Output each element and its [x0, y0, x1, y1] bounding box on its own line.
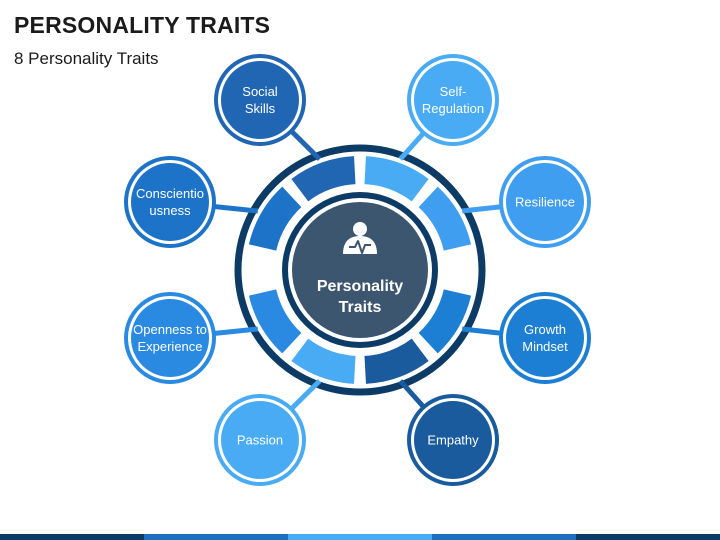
segment-self-regulation: [364, 156, 429, 202]
trait-label-empathy: Empathy: [427, 432, 479, 448]
trait-node-resilience[interactable]: [499, 156, 591, 248]
page-title: PERSONALITY TRAITS: [14, 12, 271, 38]
trait-label-self-regulation: Self- Regulation: [421, 84, 485, 116]
trait-label-social-skills: Social Skills: [242, 84, 278, 116]
footer-segment: [576, 534, 720, 540]
segment-empathy: [364, 338, 429, 384]
trait-label-passion: Passion: [236, 432, 284, 448]
trait-node-social-skills[interactable]: [214, 54, 306, 146]
trait-label-openness-to-experience: Openness to Experience: [133, 322, 207, 354]
segment-openness-to-experience: [248, 289, 302, 354]
segment-passion: [291, 338, 356, 384]
footer-bar: [0, 534, 720, 540]
trait-node-conscientiousness[interactable]: [124, 156, 216, 248]
trait-node-growth-mindset[interactable]: [499, 292, 591, 384]
footer-segment: [288, 534, 432, 540]
trait-node-self-regulation[interactable]: [407, 54, 499, 146]
trait-node-passion[interactable]: [214, 394, 306, 486]
trait-node-empathy[interactable]: [407, 394, 499, 486]
footer-segment: [432, 534, 576, 540]
center-circle: [292, 202, 428, 338]
trait-label-conscientiousness: Conscientio usness: [136, 186, 204, 218]
segment-conscientiousness: [248, 186, 302, 251]
footer-segment: [0, 534, 144, 540]
page-subtitle: 8 Personality Traits: [14, 49, 159, 68]
segment-social-skills: [291, 156, 356, 202]
segment-resilience: [418, 186, 472, 251]
segment-growth-mindset: [418, 289, 472, 354]
center-label: Personality Traits: [316, 278, 404, 316]
person-heartbeat-icon: [343, 222, 377, 254]
outer-ring: [234, 144, 486, 396]
footer-segment: [144, 534, 288, 540]
trait-label-resilience: Resilience: [515, 194, 575, 210]
trait-node-openness-to-experience[interactable]: [124, 292, 216, 384]
trait-label-growth-mindset: Growth Mindset: [522, 322, 568, 354]
